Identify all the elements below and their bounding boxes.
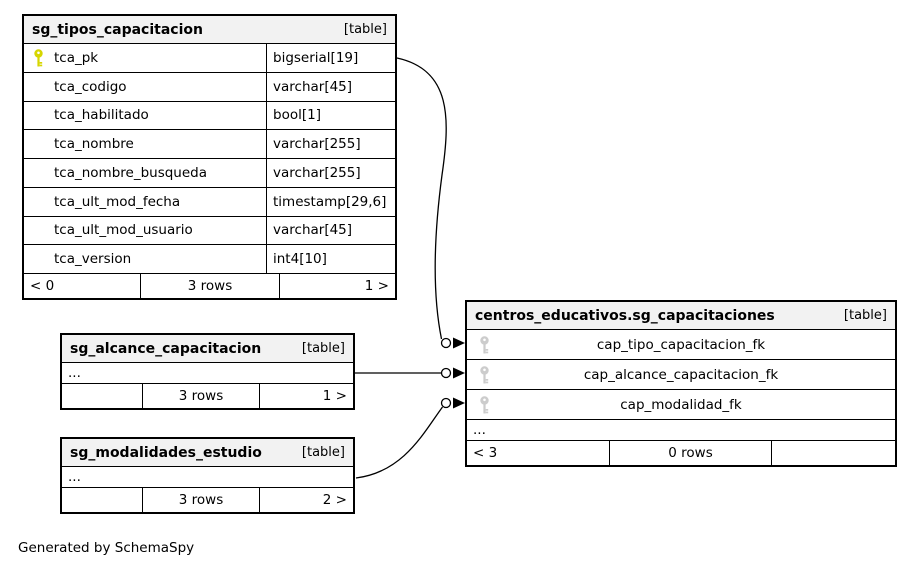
- connector-line: [355, 406, 444, 479]
- column-type: varchar[45]: [266, 72, 395, 101]
- table-header[interactable]: centros_educativos.sg_capacitaciones [ta…: [467, 302, 895, 330]
- table-header[interactable]: sg_modalidades_estudio [table]: [62, 439, 353, 467]
- column-row[interactable]: tca_habilitado bool[1]: [24, 101, 395, 131]
- table-type-badge: [table]: [843, 308, 887, 323]
- column-row[interactable]: tca_codigo varchar[45]: [24, 72, 395, 102]
- footer-parents-count: [772, 441, 895, 465]
- collapsed-columns-row[interactable]: ...: [62, 363, 353, 384]
- connector-arrowhead-icon: [453, 367, 465, 379]
- footer-children-count: [62, 384, 142, 408]
- connector-circle: [440, 397, 452, 409]
- column-row[interactable]: tca_ult_mod_usuario varchar[45]: [24, 216, 395, 246]
- table-title[interactable]: sg_tipos_capacitacion: [32, 21, 203, 38]
- column-name: tca_pk: [54, 49, 99, 66]
- foreign-key-icon: [480, 365, 489, 383]
- connector-circle: [440, 337, 452, 349]
- table-footer: 3 rows 2 >: [62, 488, 353, 512]
- foreign-key-icon: [480, 395, 489, 413]
- column-type: varchar[255]: [266, 130, 395, 158]
- table-node-centros-educativos-sg-capacitaciones[interactable]: centros_educativos.sg_capacitaciones [ta…: [465, 300, 897, 467]
- column-name: cap_modalidad_fk: [620, 396, 742, 413]
- footer-row-count: 0 rows: [609, 441, 772, 465]
- connector-line: [396, 57, 447, 340]
- footer-parents-count: 2 >: [322, 492, 347, 508]
- column-name: tca_habilitado: [54, 107, 149, 124]
- column-type: varchar[255]: [266, 159, 395, 187]
- column-name: tca_nombre: [54, 136, 134, 153]
- column-row[interactable]: tca_version int4[10]: [24, 245, 395, 274]
- table-type-badge: [table]: [343, 22, 387, 37]
- footer-children-count: < 0: [30, 278, 55, 294]
- table-node-sg-modalidades-estudio[interactable]: sg_modalidades_estudio [table] ... 3 row…: [60, 437, 355, 514]
- primary-key-icon: [34, 49, 43, 67]
- table-header[interactable]: sg_tipos_capacitacion [table]: [24, 16, 395, 44]
- table-footer: 3 rows 1 >: [62, 384, 353, 408]
- column-name: tca_version: [54, 251, 132, 268]
- collapsed-columns-row[interactable]: ...: [62, 467, 353, 488]
- column-row[interactable]: tca_ult_mod_fecha timestamp[29,6]: [24, 187, 395, 217]
- column-rows: tca_pk bigserial[19] tca_codigo varchar[…: [24, 44, 395, 274]
- collapsed-columns-row[interactable]: ...: [467, 420, 895, 441]
- column-row[interactable]: tca_nombre_busqueda varchar[255]: [24, 159, 395, 188]
- footer-row-count: 3 rows: [140, 274, 280, 298]
- column-name: tca_ult_mod_usuario: [54, 222, 193, 239]
- generated-by-note: Generated by SchemaSpy: [18, 540, 195, 556]
- column-row[interactable]: tca_nombre varchar[255]: [24, 130, 395, 159]
- column-name: tca_nombre_busqueda: [54, 164, 208, 181]
- column-type: varchar[45]: [266, 216, 395, 245]
- relationship-modalidad: [355, 397, 465, 479]
- table-header[interactable]: sg_alcance_capacitacion [table]: [62, 335, 353, 363]
- connector-arrowhead-icon: [453, 397, 465, 409]
- footer-parents-count: 1 >: [364, 278, 389, 294]
- column-name: cap_alcance_capacitacion_fk: [583, 366, 779, 383]
- column-row[interactable]: cap_alcance_capacitacion_fk: [467, 360, 895, 390]
- footer-row-count: 3 rows: [142, 488, 260, 512]
- connector-arrowhead-icon: [453, 337, 465, 349]
- footer-row-count: 3 rows: [142, 384, 260, 408]
- table-title[interactable]: sg_modalidades_estudio: [70, 444, 262, 461]
- column-name: tca_codigo: [54, 78, 127, 95]
- column-name: tca_ult_mod_fecha: [54, 193, 181, 210]
- connector-circle: [440, 367, 452, 379]
- column-row[interactable]: tca_pk bigserial[19]: [24, 44, 395, 73]
- table-title[interactable]: centros_educativos.sg_capacitaciones: [475, 307, 775, 324]
- column-row[interactable]: cap_modalidad_fk: [467, 390, 895, 420]
- foreign-key-icon: [480, 335, 489, 353]
- table-type-badge: [table]: [301, 445, 345, 460]
- table-node-sg-alcance-capacitacion[interactable]: sg_alcance_capacitacion [table] ... 3 ro…: [60, 333, 355, 410]
- footer-children-count: < 3: [473, 445, 498, 461]
- column-type: int4[10]: [266, 245, 395, 273]
- table-footer: < 3 0 rows: [467, 441, 895, 465]
- relationship-tipo-capacitacion: [396, 57, 465, 349]
- table-footer: < 0 3 rows 1 >: [24, 274, 395, 298]
- column-name: cap_tipo_capacitacion_fk: [596, 336, 766, 353]
- footer-children-count: [62, 488, 142, 512]
- table-title[interactable]: sg_alcance_capacitacion: [70, 340, 262, 357]
- column-type: bool[1]: [266, 101, 395, 130]
- footer-parents-count: 1 >: [322, 388, 347, 404]
- column-type: timestamp[29,6]: [266, 187, 395, 216]
- column-type: bigserial[19]: [266, 44, 395, 72]
- relationship-alcance-capacitacion: [355, 367, 465, 379]
- table-type-badge: [table]: [301, 341, 345, 356]
- column-row[interactable]: cap_tipo_capacitacion_fk: [467, 330, 895, 360]
- table-node-sg-tipos-capacitacion[interactable]: sg_tipos_capacitacion [table] tca_pk: [22, 14, 397, 300]
